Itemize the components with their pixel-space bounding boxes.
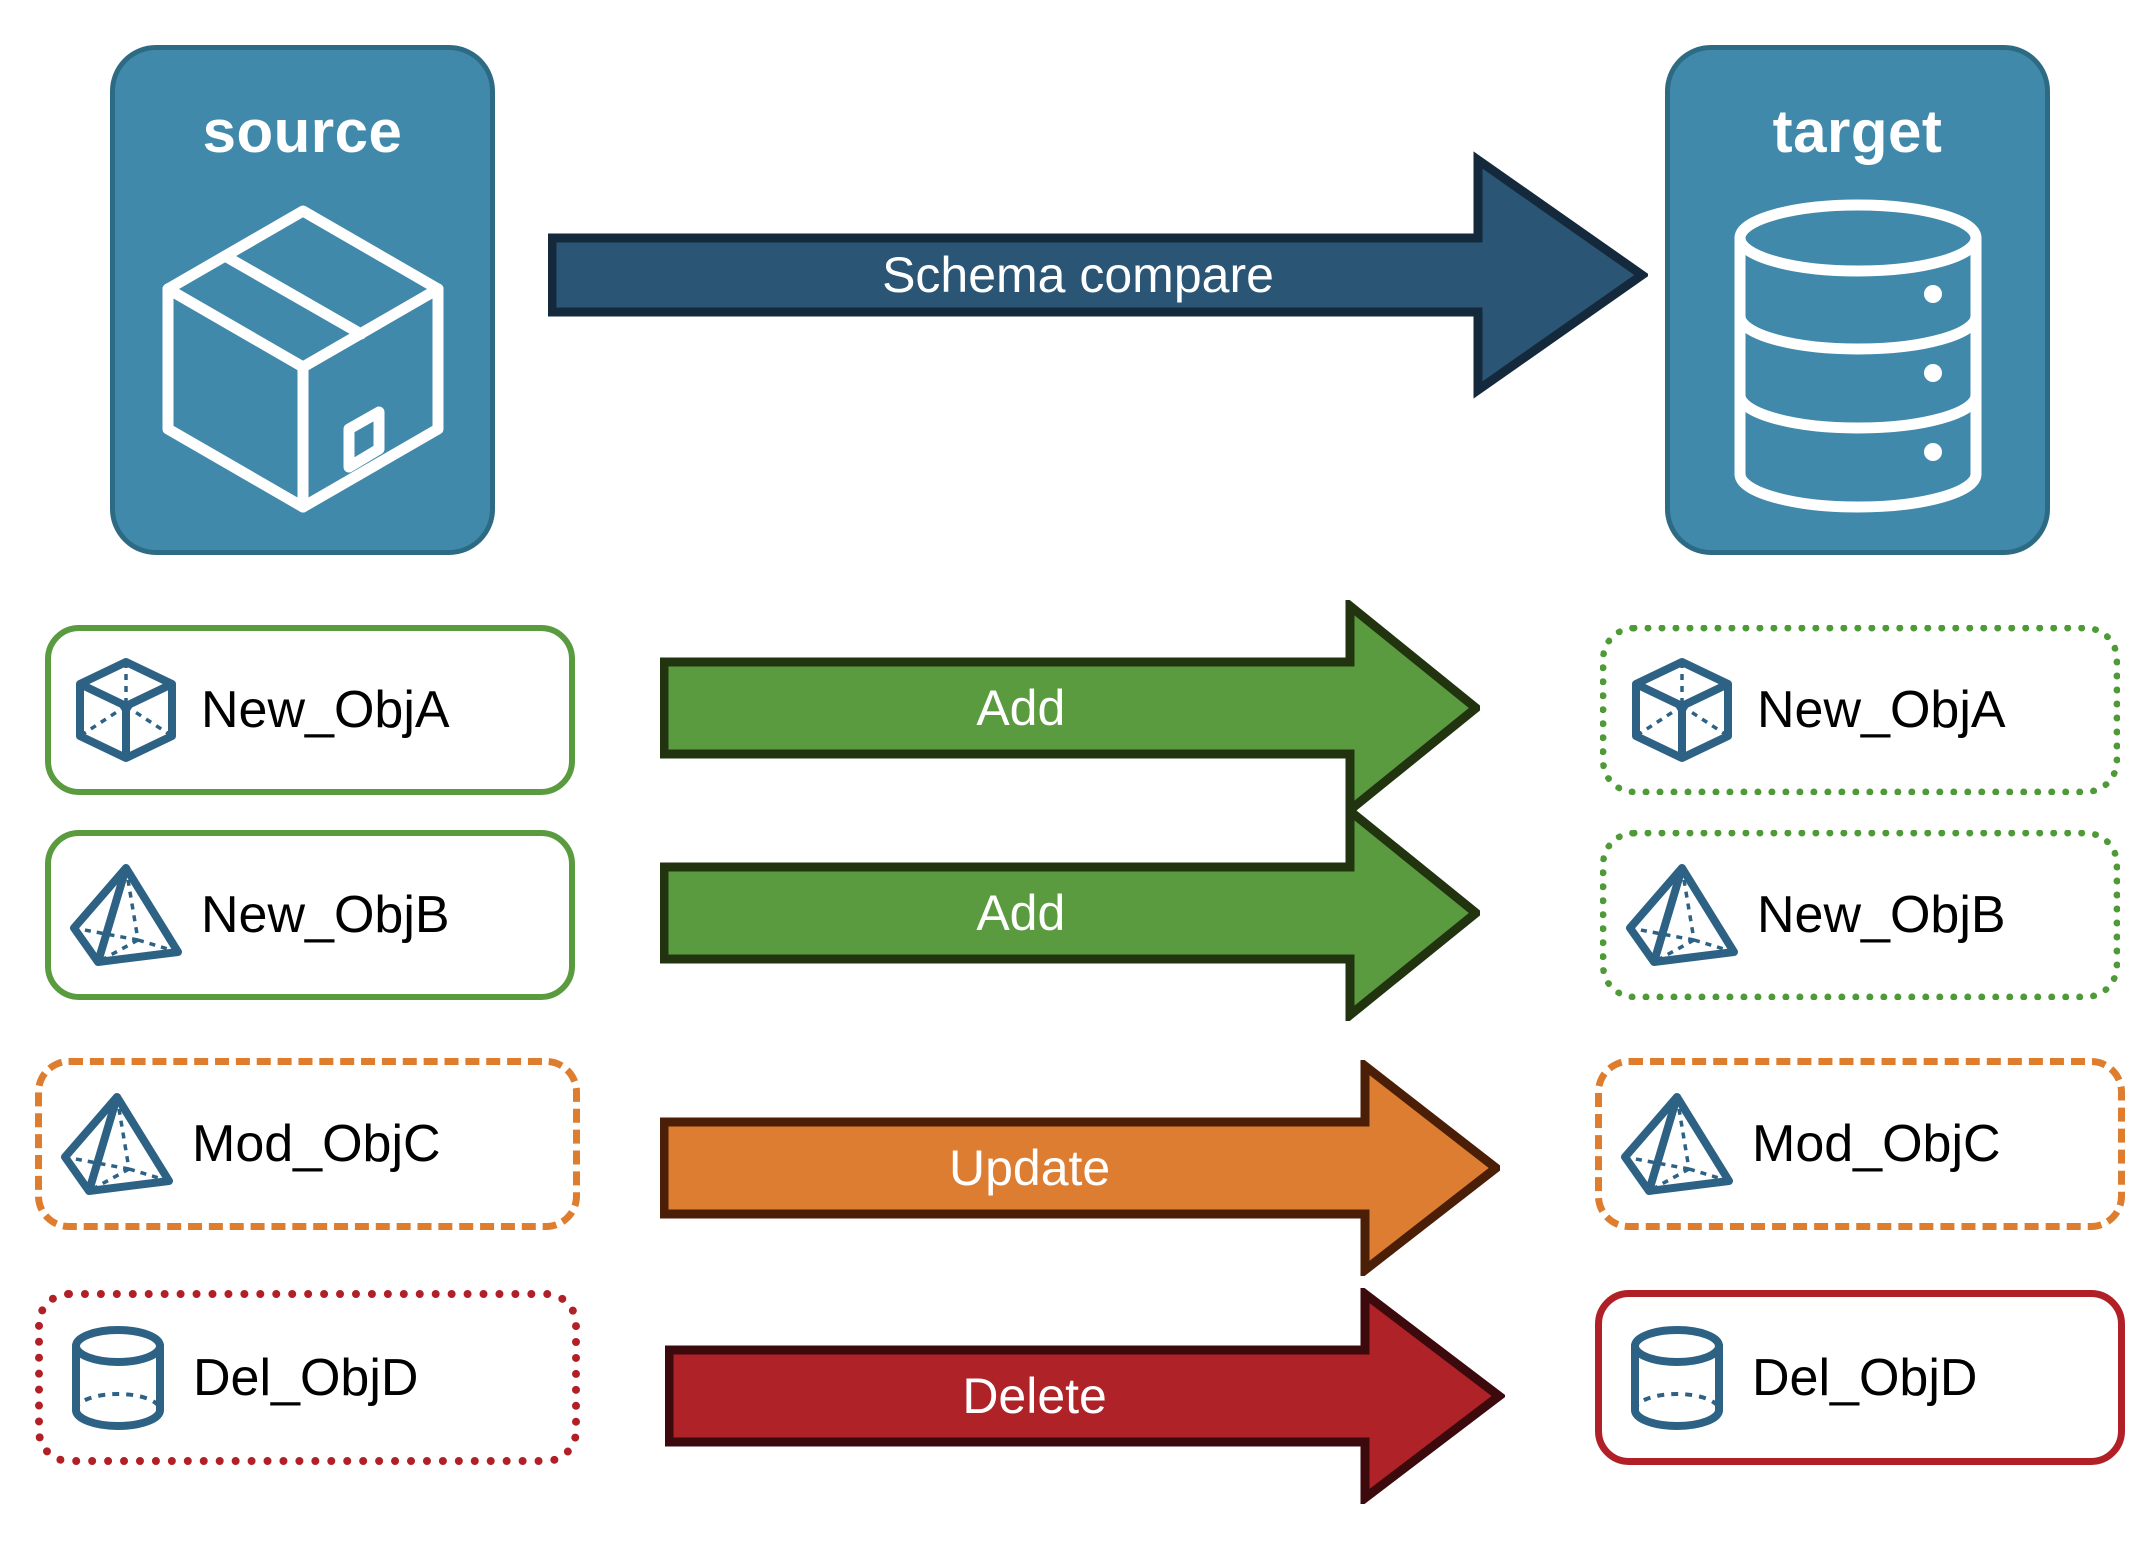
source-object-label-0: New_ObjA [201, 681, 450, 739]
source-panel[interactable]: source [110, 45, 495, 555]
source-object-box-3[interactable]: Del_ObjD [35, 1290, 580, 1465]
source-object-box-0[interactable]: New_ObjA [45, 625, 575, 795]
package-box-icon [115, 162, 490, 550]
source-object-box-2[interactable]: Mod_ObjC [35, 1058, 580, 1230]
cylinder-wireframe-icon [43, 1322, 193, 1434]
target-object-label-0: New_ObjA [1757, 681, 2006, 739]
source-object-label-2: Mod_ObjC [192, 1115, 441, 1173]
action-arrow-add-0[interactable]: Add [659, 596, 1484, 820]
target-object-label-2: Mod_ObjC [1752, 1115, 2001, 1173]
cube-wireframe-icon [51, 656, 201, 764]
database-cylinder-icon [1670, 162, 2045, 550]
target-panel[interactable]: target [1665, 45, 2050, 555]
source-panel-title: source [202, 98, 403, 165]
action-arrow-update-2[interactable]: Update [659, 1056, 1504, 1280]
source-object-label-3: Del_ObjD [193, 1348, 419, 1407]
action-arrow-delete-3[interactable]: Delete [664, 1284, 1507, 1508]
target-object-box-2[interactable]: Mod_ObjC [1595, 1058, 2125, 1230]
source-object-label-1: New_ObjB [201, 886, 450, 944]
target-object-box-3[interactable]: Del_ObjD [1595, 1290, 2125, 1465]
action-arrow-add-1[interactable]: Add [659, 801, 1484, 1025]
pyramid-wireframe-icon [1602, 1089, 1752, 1199]
source-object-box-1[interactable]: New_ObjB [45, 830, 575, 1000]
target-object-box-1[interactable]: New_ObjB [1600, 830, 2120, 1000]
pyramid-wireframe-icon [1607, 860, 1757, 970]
pyramid-wireframe-icon [51, 860, 201, 970]
target-panel-title: target [1772, 98, 1943, 165]
cylinder-wireframe-icon [1602, 1322, 1752, 1434]
schema-compare-arrow[interactable]: Schema compare [547, 150, 1650, 400]
target-object-label-3: Del_ObjD [1752, 1348, 1978, 1407]
pyramid-wireframe-icon [42, 1089, 192, 1199]
cube-wireframe-icon [1607, 656, 1757, 764]
target-object-label-1: New_ObjB [1757, 886, 2006, 944]
target-object-box-0[interactable]: New_ObjA [1600, 625, 2120, 795]
